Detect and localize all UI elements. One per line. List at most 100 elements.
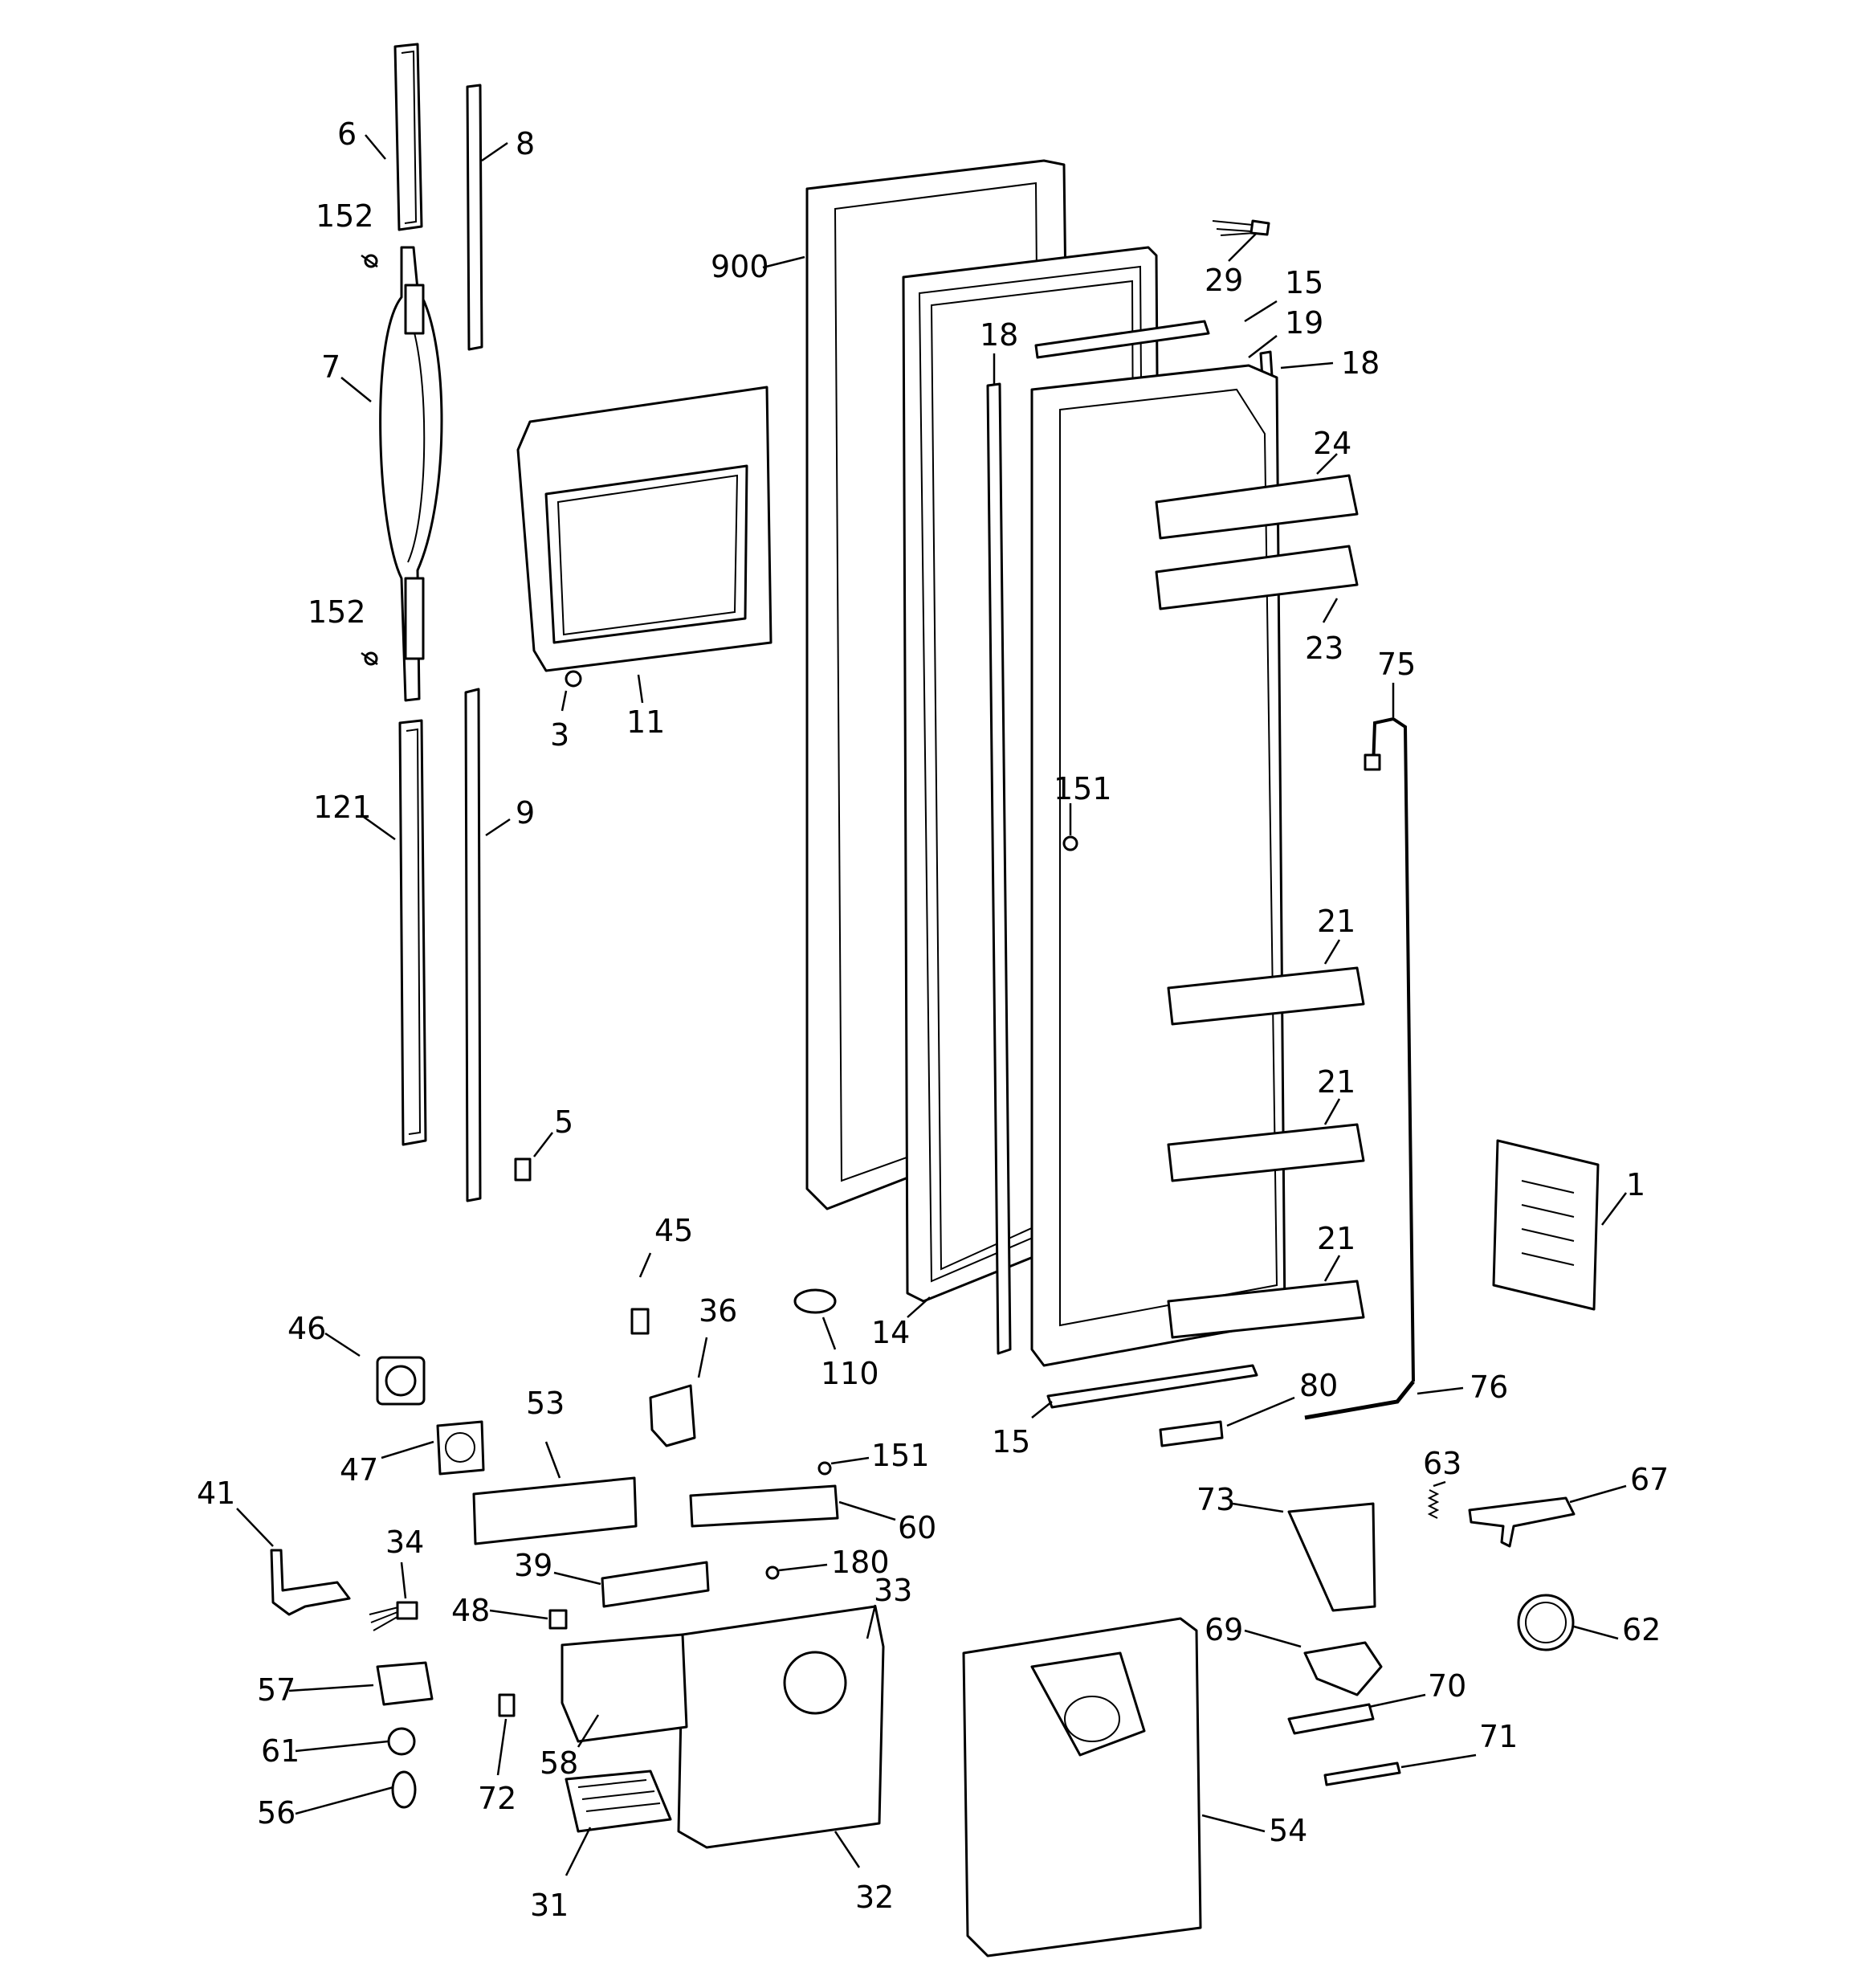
callout-6: 6 <box>337 116 357 152</box>
part-8-trim-strip <box>466 84 483 351</box>
part-180-screw <box>765 1565 780 1580</box>
callout-33: 33 <box>874 1573 912 1608</box>
callout-151-lower: 151 <box>871 1438 930 1473</box>
part-34-switch-harness <box>369 1601 418 1631</box>
callout-18-right: 18 <box>1341 345 1380 381</box>
part-110-cap <box>793 1288 837 1314</box>
callout-48: 48 <box>451 1593 490 1628</box>
callout-24: 24 <box>1313 426 1351 461</box>
callout-36: 36 <box>699 1293 737 1329</box>
callout-32: 32 <box>855 1880 894 1915</box>
part-75-tube <box>1364 716 1415 1382</box>
part-31-drip-tray <box>565 1770 672 1833</box>
part-67-lever <box>1468 1496 1576 1548</box>
part-41-bracket <box>270 1549 351 1616</box>
part-21-door-shelf-1 <box>1167 966 1365 1026</box>
part-6-trim-cap <box>393 43 423 231</box>
part-152-screw-top <box>361 254 378 268</box>
part-53-panel <box>472 1476 638 1545</box>
callout-21-b: 21 <box>1317 1064 1355 1100</box>
part-21-door-shelf-3 <box>1167 1280 1365 1339</box>
part-3-clip <box>565 670 582 688</box>
callout-80: 80 <box>1299 1368 1338 1403</box>
part-152-screw-bottom <box>361 651 378 666</box>
callout-62: 62 <box>1622 1612 1661 1647</box>
part-9-trim-strip <box>464 688 482 1202</box>
callout-34: 34 <box>385 1525 424 1560</box>
callout-45: 45 <box>654 1213 693 1248</box>
callout-7: 7 <box>321 349 340 385</box>
callout-46: 46 <box>287 1311 326 1346</box>
part-63-spring <box>1427 1489 1440 1519</box>
callout-5: 5 <box>554 1104 573 1140</box>
part-24-door-shelf <box>1155 474 1359 540</box>
part-151-screw <box>1062 835 1078 851</box>
callout-9: 9 <box>516 795 535 831</box>
callout-14: 14 <box>871 1315 910 1350</box>
part-70-frame <box>1287 1703 1375 1735</box>
callout-21-a: 21 <box>1317 904 1355 939</box>
part-58-bracket <box>561 1633 688 1743</box>
callout-151: 151 <box>1054 771 1112 806</box>
callout-152-top: 152 <box>316 198 374 234</box>
callout-15-bottom: 15 <box>992 1424 1030 1459</box>
part-46-knob <box>376 1356 426 1406</box>
callout-23: 23 <box>1305 631 1343 666</box>
part-11-dispenser-frame <box>516 386 773 672</box>
part-7-door-handle <box>379 246 443 702</box>
callout-63: 63 <box>1423 1446 1461 1481</box>
callout-71: 71 <box>1479 1719 1518 1754</box>
part-60-bracket <box>689 1484 839 1528</box>
callout-21-c: 21 <box>1317 1221 1355 1256</box>
part-69-funnel <box>1303 1641 1383 1696</box>
callout-47: 47 <box>340 1452 378 1488</box>
part-73-chute <box>1287 1502 1376 1612</box>
part-5-bracket <box>514 1157 532 1182</box>
callout-18-left: 18 <box>980 317 1018 353</box>
callout-3: 3 <box>550 717 569 753</box>
part-57-lamp-housing <box>376 1661 434 1706</box>
callout-54: 54 <box>1269 1813 1307 1848</box>
callout-1: 1 <box>1626 1167 1645 1202</box>
part-39-control-board <box>601 1561 710 1608</box>
callout-110: 110 <box>821 1356 879 1391</box>
callout-19: 19 <box>1285 305 1323 341</box>
part-21-door-shelf-2 <box>1167 1123 1365 1182</box>
callout-29: 29 <box>1205 263 1243 298</box>
part-62-ring <box>1517 1594 1575 1651</box>
callout-121: 121 <box>313 790 372 825</box>
part-48-clip <box>548 1609 568 1630</box>
part-29-harness <box>1212 219 1270 236</box>
part-1-manual <box>1492 1139 1600 1311</box>
part-23-door-shelf <box>1155 545 1359 610</box>
part-56-bulb <box>391 1770 417 1809</box>
callout-73: 73 <box>1196 1482 1235 1517</box>
part-72-switch <box>498 1693 516 1717</box>
part-36-bracket <box>649 1384 696 1447</box>
callout-61: 61 <box>261 1733 300 1769</box>
parts-drawings <box>270 43 1600 1957</box>
part-76-tube <box>1304 1380 1415 1420</box>
part-54-dispenser-door <box>962 1617 1202 1957</box>
part-45-switch <box>630 1308 650 1335</box>
callout-15-top: 15 <box>1285 265 1323 300</box>
callout-69: 69 <box>1205 1612 1243 1647</box>
callout-72: 72 <box>478 1781 516 1816</box>
part-71-bar <box>1323 1761 1401 1786</box>
callout-31: 31 <box>530 1888 569 1923</box>
part-47-housing <box>436 1420 485 1476</box>
callout-76: 76 <box>1470 1370 1508 1405</box>
callout-67: 67 <box>1630 1462 1669 1497</box>
callout-70: 70 <box>1428 1668 1466 1704</box>
callout-57: 57 <box>257 1672 296 1708</box>
callout-11: 11 <box>626 704 665 740</box>
part-121-trim-channel <box>398 719 427 1146</box>
callout-56: 56 <box>257 1795 296 1831</box>
callout-60: 60 <box>898 1510 936 1545</box>
part-80-fitting <box>1159 1420 1224 1447</box>
callout-152-bottom: 152 <box>308 594 366 630</box>
callout-900: 900 <box>711 249 769 284</box>
part-19-door-liner <box>1030 364 1286 1367</box>
callout-8: 8 <box>516 126 535 161</box>
